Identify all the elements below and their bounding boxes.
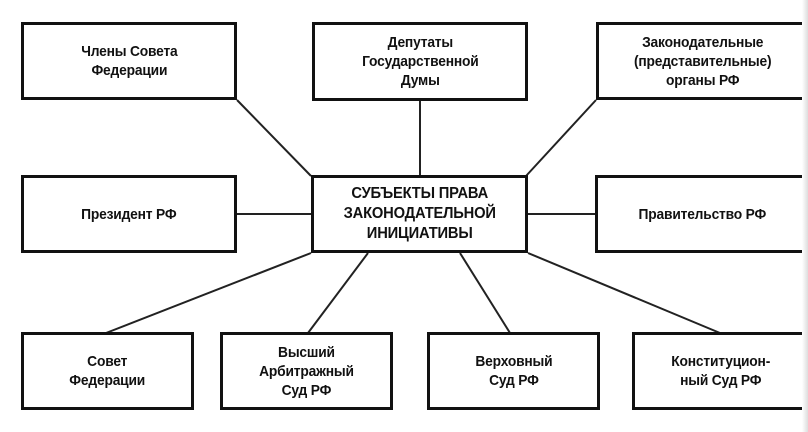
connector-top-right — [525, 99, 597, 177]
node-president: Президент РФ — [21, 175, 237, 253]
scan-edge-shadow — [802, 0, 808, 432]
connector-top-left — [236, 99, 312, 177]
node-label: Президент РФ — [81, 205, 177, 223]
node-label: Члены Совета Федерации — [80, 43, 178, 79]
node-label: Конституцион- ный Суд РФ — [671, 353, 771, 389]
node-label: Правительство РФ — [638, 205, 767, 223]
node-legislative-bodies: Законодательные (представительные) орган… — [596, 22, 808, 100]
node-government: Правительство РФ — [595, 175, 808, 253]
node-state-duma-deputies: Депутаты Государственной Думы — [312, 22, 528, 101]
node-label: Законодательные (представительные) орган… — [634, 33, 772, 89]
node-label: Депутаты Государственной Думы — [361, 34, 479, 89]
connector-bottom-1 — [105, 252, 312, 334]
center-node-legislative-initiative: СУБЪЕКТЫ ПРАВА ЗАКОНОДАТЕЛЬНОЙ ИНИЦИАТИВ… — [311, 175, 528, 253]
node-constitutional-court: Конституцион- ный Суд РФ — [632, 332, 808, 410]
connector-bottom-4 — [527, 252, 721, 334]
center-node-label: СУБЪЕКТЫ ПРАВА ЗАКОНОДАТЕЛЬНОЙ ИНИЦИАТИВ… — [343, 185, 496, 242]
node-federation-council-members: Члены Совета Федерации — [21, 22, 237, 100]
node-supreme-court: Верховный Суд РФ — [427, 332, 600, 410]
node-label: Верховный Суд РФ — [474, 353, 553, 389]
connector-bottom-3 — [459, 252, 511, 334]
connector-bottom-2 — [307, 252, 369, 334]
node-label: Высший Арбитражный Суд РФ — [259, 343, 354, 399]
node-federation-council: Совет Федерации — [21, 332, 194, 410]
node-supreme-arbitration-court: Высший Арбитражный Суд РФ — [220, 332, 393, 410]
node-label: Совет Федерации — [69, 353, 146, 389]
